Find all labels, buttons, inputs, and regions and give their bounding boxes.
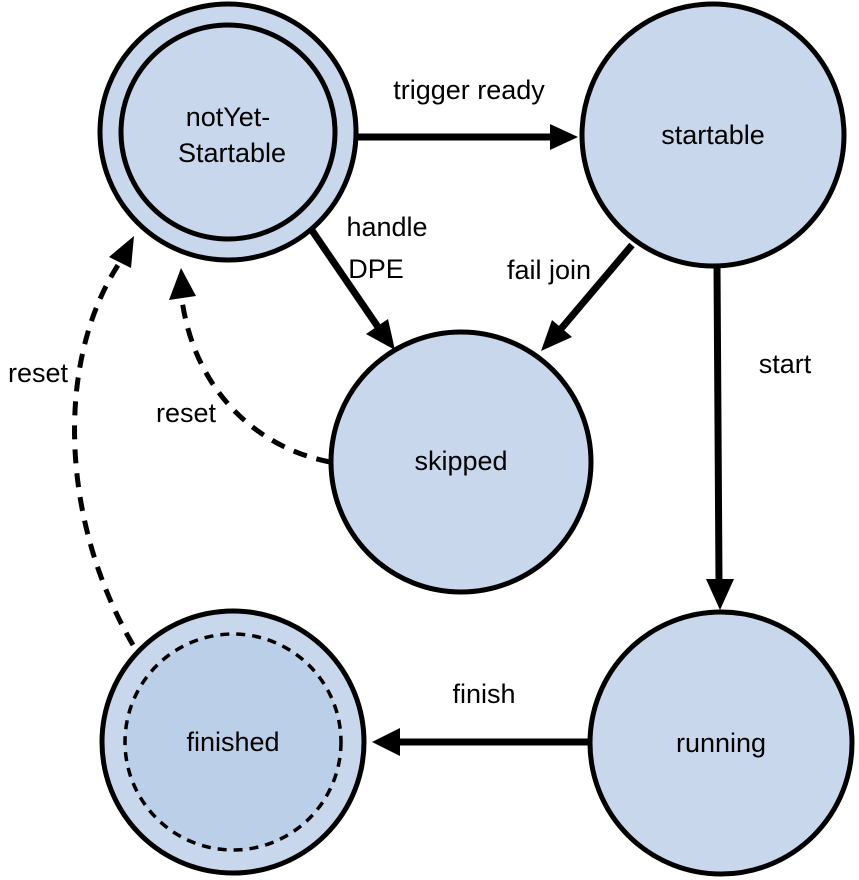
edge-handle-dpe-arrowhead — [366, 319, 395, 350]
state-startable-circle — [579, 1, 847, 269]
edge-fail-join-label: fail join — [507, 255, 591, 285]
edge-start-label: start — [759, 349, 812, 379]
edge-start: start — [706, 265, 812, 610]
state-skipped-label: skipped — [414, 446, 507, 476]
state-finished-label: finished — [186, 727, 279, 757]
edge-handle-dpe-line — [308, 227, 381, 329]
state-not-yet-startable-inner-circle — [118, 22, 338, 242]
edge-finish: finish — [372, 679, 590, 756]
edge-trigger-ready: trigger ready — [358, 75, 578, 150]
edge-reset-from-finished-label: reset — [8, 358, 69, 388]
edge-trigger-ready-label: trigger ready — [393, 75, 545, 105]
edge-reset-from-finished: reset — [8, 236, 136, 647]
state-startable: startable — [579, 1, 847, 269]
edge-fail-join-line — [557, 242, 635, 333]
edge-reset-from-finished-arrowhead — [109, 236, 134, 268]
edge-reset-from-skipped-path — [179, 299, 331, 465]
edge-finish-label: finish — [452, 679, 515, 709]
edge-fail-join-arrowhead — [541, 320, 572, 351]
state-skipped-circle — [328, 329, 594, 595]
state-finished-inner-dashed-circle — [123, 632, 343, 852]
state-running-label: running — [676, 728, 766, 758]
state-not-yet-startable-outer-circle — [97, 1, 359, 263]
edge-reset-from-skipped: reset — [156, 268, 331, 465]
edge-fail-join: fail join — [507, 242, 635, 351]
edge-finish-arrowhead — [372, 728, 400, 756]
state-not-yet-startable-label-line1: notYet- — [186, 102, 271, 132]
edge-start-arrowhead — [706, 579, 734, 610]
edge-reset-from-skipped-arrowhead — [169, 268, 196, 300]
state-not-yet-startable: notYet- Startable — [97, 1, 359, 263]
state-not-yet-startable-label-line2: Startable — [178, 138, 286, 168]
state-skipped: skipped — [328, 329, 594, 595]
edge-start-line — [713, 265, 723, 583]
state-finished: finished — [99, 608, 367, 876]
edge-reset-from-finished-path — [72, 260, 136, 647]
state-running: running — [587, 609, 855, 877]
edge-handle-dpe: handle DPE — [308, 212, 428, 350]
edge-handle-dpe-label-line1: handle — [346, 212, 427, 242]
edge-trigger-ready-arrowhead — [550, 124, 578, 150]
state-startable-label: startable — [661, 120, 765, 150]
edge-handle-dpe-label-line2: DPE — [348, 254, 404, 284]
edge-reset-from-skipped-label: reset — [156, 398, 217, 428]
